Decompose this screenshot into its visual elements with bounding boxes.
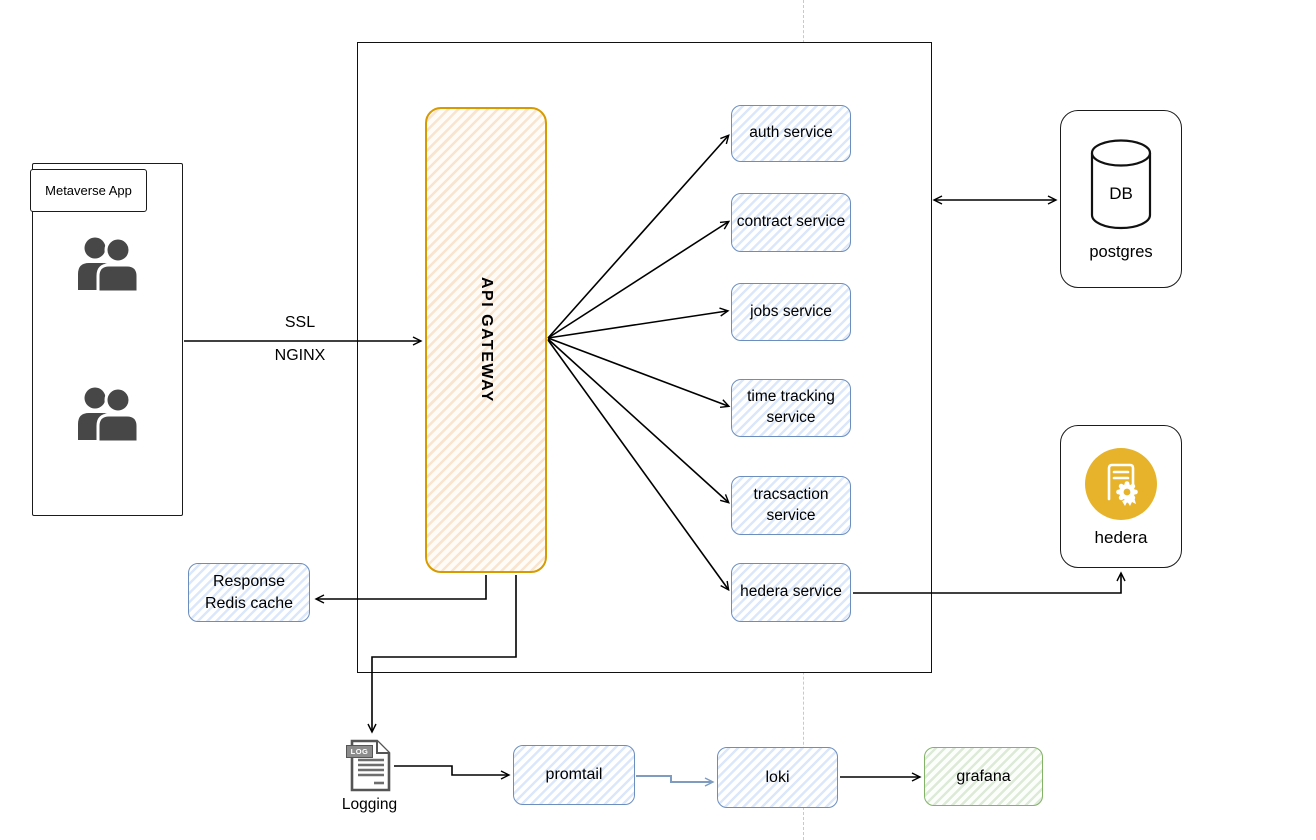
postgres-label: postgres xyxy=(1089,243,1153,261)
auth-service-label: auth service xyxy=(749,124,833,142)
db-label: DB xyxy=(1109,184,1133,203)
tracsaction-service-node[interactable]: tracsaction service xyxy=(731,476,851,535)
metaverse-app-label: Metaverse App xyxy=(45,183,132,198)
tracsaction-service-label: tracsaction service xyxy=(753,485,829,524)
hedera-service-label: hedera service xyxy=(740,583,842,601)
grafana-label: grafana xyxy=(956,767,1011,785)
ssl-edge-label: SSL xyxy=(284,314,316,331)
log-badge: LOG xyxy=(346,745,373,758)
contract-service-node[interactable]: contract service xyxy=(731,193,851,252)
postgres-node[interactable]: DB postgres xyxy=(1060,110,1182,288)
metaverse-app-node[interactable] xyxy=(32,163,183,516)
api-gateway-node[interactable]: API GATEWAY xyxy=(425,107,547,573)
hedera-label: hedera xyxy=(1094,527,1148,547)
database-icon: DB xyxy=(1088,138,1154,237)
promtail-node[interactable]: promtail xyxy=(513,745,635,805)
api-gateway-label: API GATEWAY xyxy=(478,277,495,403)
loki-node[interactable]: loki xyxy=(717,747,838,808)
logging-label: Logging xyxy=(341,796,398,813)
jobs-service-node[interactable]: jobs service xyxy=(731,283,851,341)
auth-service-node[interactable]: auth service xyxy=(731,105,851,162)
log-file-icon[interactable]: LOG xyxy=(346,737,392,793)
users-icon xyxy=(75,386,141,447)
hedera-service-node[interactable]: hedera service xyxy=(731,563,851,622)
redis-cache-node[interactable]: Response Redis cache xyxy=(188,563,310,622)
redis-cache-label: Response Redis cache xyxy=(204,572,294,612)
time-tracking-service-node[interactable]: time tracking service xyxy=(731,379,851,437)
grafana-node[interactable]: grafana xyxy=(924,747,1043,806)
users-icon xyxy=(75,236,141,297)
contract-service-label: contract service xyxy=(736,213,846,231)
nginx-edge-label: NGINX xyxy=(274,347,326,364)
metaverse-app-title: Metaverse App xyxy=(30,169,147,212)
promtail-label: promtail xyxy=(545,766,603,784)
certificate-icon xyxy=(1085,447,1157,520)
jobs-service-label: jobs service xyxy=(750,302,832,320)
time-tracking-service-label: time tracking service xyxy=(747,388,835,426)
loki-label: loki xyxy=(765,768,790,786)
hedera-node[interactable]: hedera xyxy=(1060,425,1182,568)
